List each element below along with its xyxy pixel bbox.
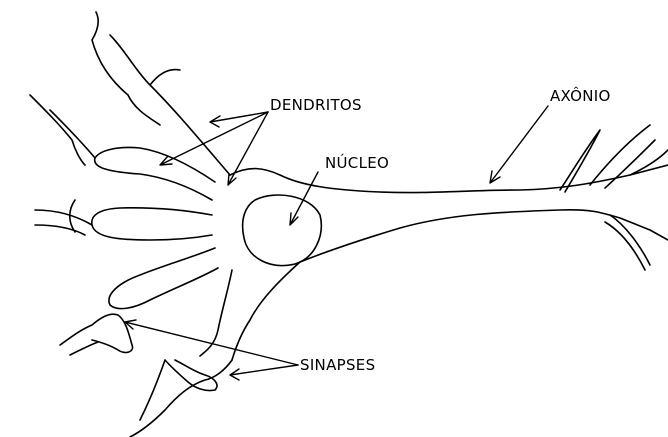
arrow-dendritos-3 [228,112,268,185]
dendrite-lower-left [109,248,218,309]
dendrite-lower [130,270,232,437]
soma-lower-edge [232,262,300,360]
dendrite-top [92,12,230,175]
axon-branch-4 [630,150,668,175]
dendrite-upper-left-stub [30,95,95,165]
arrow-dendritos-1 [210,112,268,127]
dendrite-middle-left [92,208,212,240]
arrow-sinapses-2 [230,365,298,380]
label-sinapses: SINAPSES [300,356,375,374]
label-nucleo: NÚCLEO [325,153,389,172]
dendrite-upper-left [95,147,215,200]
dendrite-top-branch [128,70,180,125]
label-dendritos: DENDRITOS [270,96,362,114]
axon-branch-3 [605,215,650,270]
axon-branch-2 [590,125,655,188]
arrow-sinapses-1 [125,320,298,365]
nucleus [243,195,322,266]
synapse-lower-left [60,314,133,355]
arrow-axonio [490,106,548,183]
label-axonio: AXÔNIO [550,86,611,105]
dendrite-middle-left-stub [35,210,92,235]
synapse-lower-center [140,360,217,420]
